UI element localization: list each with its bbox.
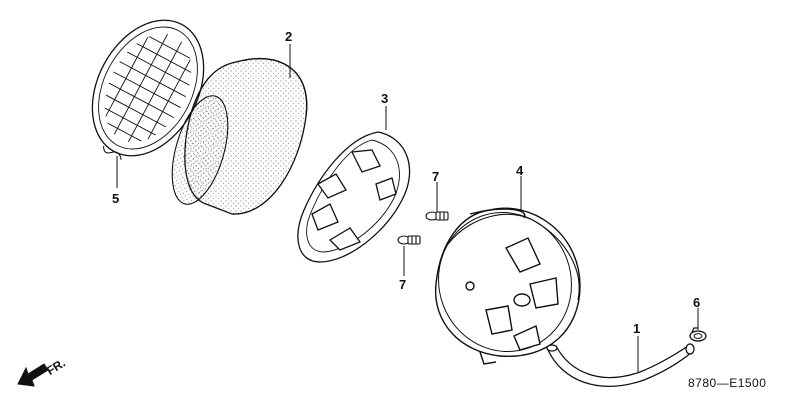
callout-part-5: 5 (112, 191, 120, 206)
air-cleaner-case (434, 207, 581, 365)
callout-part-2: 2 (285, 29, 293, 44)
grille-cover (88, 19, 206, 160)
bolt-lower (397, 235, 421, 245)
bolt-upper (425, 211, 449, 221)
callout-part-7-lower: 7 (399, 277, 407, 292)
callout-part-4: 4 (516, 163, 524, 178)
callout-part-3: 3 (381, 91, 389, 106)
callout-part-7-upper: 7 (432, 169, 440, 184)
callout-part-6: 6 (693, 295, 701, 310)
hose-clip (689, 327, 707, 342)
callout-part-1: 1 (633, 321, 641, 336)
diagram-code: 8780—E1500 (688, 376, 767, 390)
front-direction-arrow-icon (17, 363, 49, 387)
leader-lines (116, 44, 699, 372)
breather-tube (546, 343, 695, 387)
separator-plate (297, 131, 411, 263)
